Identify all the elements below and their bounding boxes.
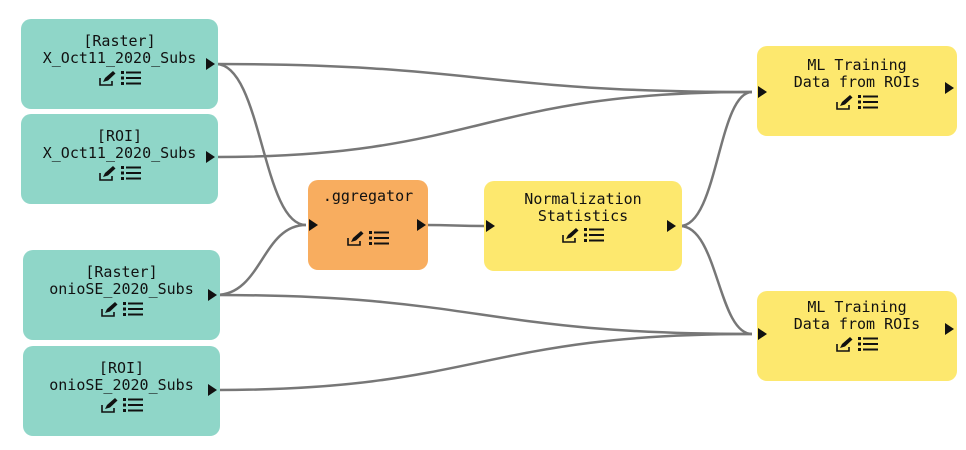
edit-icon[interactable] <box>347 230 365 250</box>
edge-roi2-to-mltraining2 <box>215 332 753 392</box>
edit-icon[interactable] <box>98 70 117 90</box>
list-icon[interactable] <box>120 70 141 90</box>
node-title-line1: Normalization <box>524 191 642 208</box>
node-title-line2: Statistics <box>537 208 629 225</box>
node-type-label: [Raster] <box>83 33 156 50</box>
edge-raster2-to-mltraining2 <box>215 293 753 336</box>
list-icon[interactable] <box>122 397 143 417</box>
edge-aggregator-to-normalization <box>424 223 485 228</box>
node-title-line2: Data from ROIs <box>793 316 921 333</box>
mltraining1-output-port[interactable] <box>945 82 954 94</box>
aggregator-output-port[interactable] <box>417 219 426 231</box>
raster1-output-port[interactable] <box>206 58 215 70</box>
raster1-node[interactable]: [Raster] X_Oct11_2020_Subs <box>21 19 218 109</box>
normalization-output-port[interactable] <box>667 220 676 232</box>
edge-raster1-to-aggregator <box>215 62 307 227</box>
mltraining2-input-port[interactable] <box>758 328 767 340</box>
edit-icon[interactable] <box>100 397 119 417</box>
node-title: onioSE_2020_Subs <box>49 281 194 298</box>
list-icon[interactable] <box>858 94 878 114</box>
edge-roi1-to-mltraining1 <box>215 90 753 159</box>
node-title-line2: Data from ROIs <box>793 74 921 91</box>
edit-icon[interactable] <box>836 336 854 356</box>
node-type-label: [Raster] <box>85 264 158 281</box>
list-icon[interactable] <box>584 227 604 247</box>
node-title: X_Oct11_2020_Subs <box>42 50 197 67</box>
aggregator-node[interactable]: .ggregator <box>308 180 428 270</box>
edge-raster2-to-aggregator <box>215 223 307 297</box>
mltraining2-node[interactable]: ML Training Data from ROIs <box>757 291 957 381</box>
node-title: onioSE_2020_Subs <box>49 377 194 394</box>
roi1-output-port[interactable] <box>206 151 215 163</box>
node-title-line1: ML Training <box>807 57 907 74</box>
aggregator-input-port[interactable] <box>309 219 318 231</box>
raster2-output-port[interactable] <box>208 289 217 301</box>
roi1-node[interactable]: [ROI] X_Oct11_2020_Subs <box>21 114 218 204</box>
node-type-label: [ROI] <box>98 360 145 377</box>
edit-icon[interactable] <box>98 165 117 185</box>
raster2-node[interactable]: [Raster] onioSE_2020_Subs <box>23 250 220 340</box>
normalization-node[interactable]: Normalization Statistics <box>484 181 682 271</box>
list-icon[interactable] <box>120 165 141 185</box>
node-title-line1: ML Training <box>807 299 907 316</box>
edge-raster1-to-mltraining1 <box>215 62 753 94</box>
mltraining1-node[interactable]: ML Training Data from ROIs <box>757 46 957 136</box>
roi2-node[interactable]: [ROI] onioSE_2020_Subs <box>23 346 220 436</box>
edit-icon[interactable] <box>100 301 119 321</box>
list-icon[interactable] <box>122 301 143 321</box>
edit-icon[interactable] <box>562 227 580 247</box>
list-icon[interactable] <box>858 336 878 356</box>
normalization-input-port[interactable] <box>486 220 495 232</box>
roi2-output-port[interactable] <box>208 384 217 396</box>
node-title: X_Oct11_2020_Subs <box>42 145 197 162</box>
edge-normalization-to-mltraining1 <box>679 90 753 228</box>
edge-normalization-to-mltraining2 <box>679 224 753 336</box>
mltraining2-output-port[interactable] <box>945 323 954 335</box>
node-title: .ggregator <box>322 188 414 205</box>
mltraining1-input-port[interactable] <box>758 86 767 98</box>
node-type-label: [ROI] <box>96 128 143 145</box>
edit-icon[interactable] <box>836 94 854 114</box>
list-icon[interactable] <box>369 230 389 250</box>
